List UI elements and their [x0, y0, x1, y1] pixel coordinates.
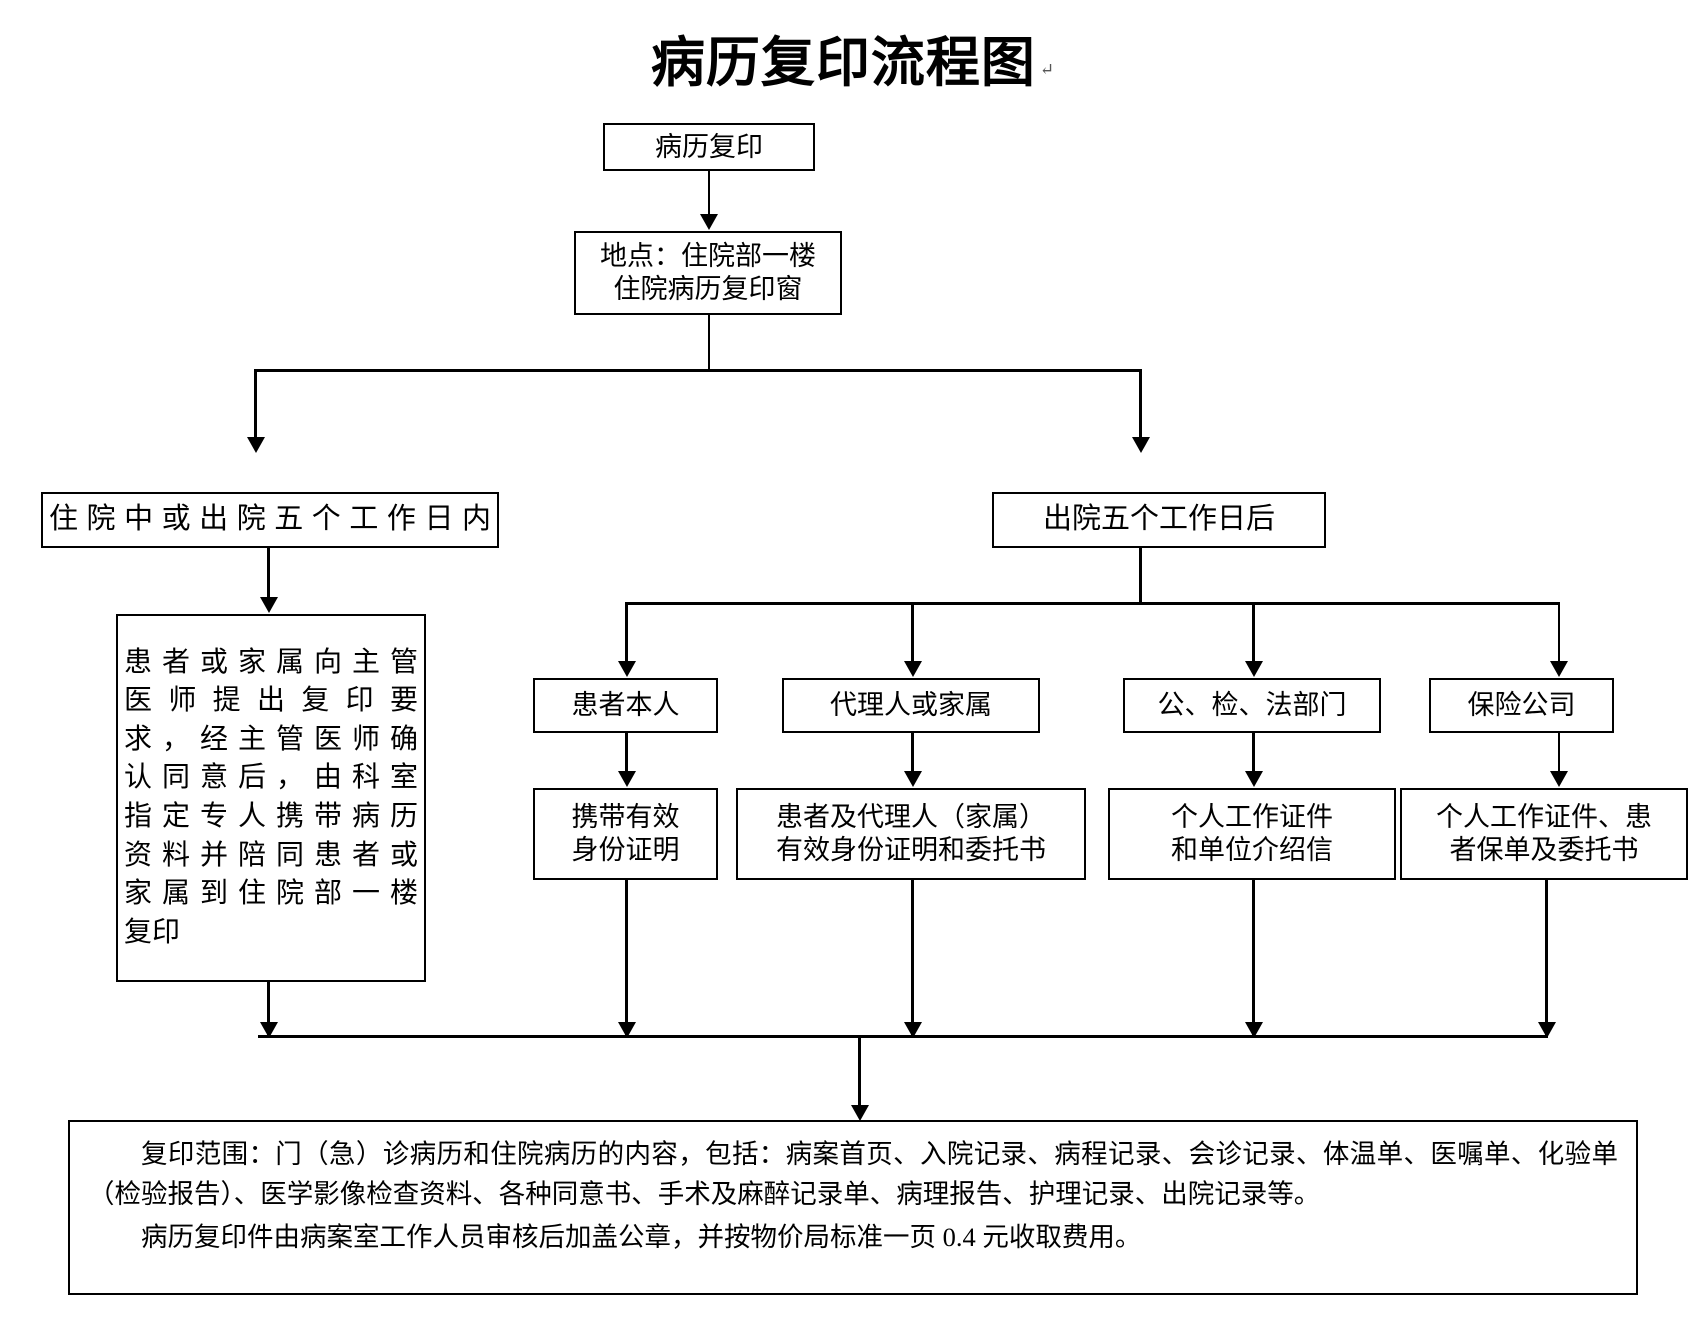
- node-applicant-role-1[interactable]: 代理人或家属: [782, 678, 1040, 733]
- page-title: 病历复印流程图↵: [0, 18, 1706, 97]
- arrowhead-left-branch-to-process: [259, 597, 278, 613]
- connector-start-to-location: [707, 171, 710, 218]
- connector-left-branch-down: [267, 548, 270, 601]
- arrowhead-requirement-2-to-merge: [1244, 1022, 1263, 1038]
- arrowhead-role-1-to-requirement: [903, 771, 922, 787]
- connector-requirement-1-to-merge: [911, 880, 914, 1036]
- applicant-role-label: 保险公司: [1467, 690, 1576, 721]
- node-applicant-requirement-0[interactable]: 携带有效 身份证明: [533, 788, 718, 880]
- node-applicant-role-2[interactable]: 公、检、法部门: [1123, 678, 1381, 733]
- node-start-label: 病历复印: [655, 131, 763, 162]
- paragraph-mark-icon: ↵: [1039, 60, 1056, 79]
- connector-location-down: [707, 315, 710, 371]
- node-branch-discharged-label: 出院五个工作日后: [1042, 503, 1275, 536]
- arrowhead-role-3-to-requirement: [1550, 771, 1568, 787]
- connector-bus-to-applicant-0: [625, 602, 628, 665]
- split-bus-horizontal: [254, 369, 1141, 372]
- requirement-line: 有效身份证明和委托书: [776, 835, 1046, 865]
- connector-bus-to-applicant-3: [1557, 602, 1560, 665]
- arrowhead-to-applicant-2: [1244, 661, 1263, 677]
- connector-bus-to-left-branch: [254, 369, 257, 441]
- node-applicant-role-3[interactable]: 保险公司: [1429, 678, 1614, 733]
- left-process-line: 家属到住院部一楼: [124, 878, 418, 910]
- connector-role-0-to-requirement: [625, 733, 628, 775]
- arrowhead-to-left-branch: [246, 437, 265, 453]
- merge-bus-horizontal: [258, 1035, 1548, 1038]
- requirement-line: 和单位介绍信: [1171, 835, 1333, 865]
- node-location[interactable]: 地点：住院部一楼 住院病历复印窗: [574, 231, 842, 315]
- connector-role-2-to-requirement: [1252, 733, 1255, 775]
- connector-bus-to-applicant-2: [1252, 602, 1255, 665]
- left-process-line: 认同意后，由科室: [124, 762, 418, 794]
- applicant-requirement-label: 患者及代理人（家属） 有效身份证明和委托书: [744, 801, 1078, 867]
- requirement-line: 携带有效: [571, 802, 680, 833]
- connector-requirement-3-to-merge: [1545, 880, 1548, 1036]
- applicant-role-label: 患者本人: [571, 690, 680, 721]
- connector-bus-to-applicant-1: [911, 602, 914, 665]
- node-branch-inpatient[interactable]: 住院中或出院五个工作日内: [41, 492, 499, 548]
- footer-note-paragraph-1: 复印范围：门（急）诊病历和住院病历的内容，包括：病案首页、入院记录、病程记录、会…: [88, 1139, 1618, 1210]
- connector-requirement-0-to-merge: [625, 880, 628, 1036]
- arrowhead-to-applicant-3: [1550, 661, 1568, 677]
- node-left-process-label: 患者或家属向主管 医师提出复印要 求，经主管医师确 认同意后，由科室 指定专人携…: [124, 644, 418, 953]
- arrowhead-requirement-0-to-merge: [617, 1022, 636, 1038]
- arrowhead-start-to-location: [700, 214, 718, 230]
- applicant-bus-horizontal: [625, 602, 1560, 605]
- node-location-label: 地点：住院部一楼 住院病历复印窗: [582, 240, 834, 306]
- node-branch-inpatient-label: 住院中或出院五个工作日内: [49, 503, 491, 536]
- arrowhead-merge-to-footer: [850, 1105, 869, 1121]
- arrowhead-to-applicant-0: [617, 661, 636, 677]
- footer-note-paragraph-2: 病历复印件由病案室工作人员审核后加盖公章，并按物价局标准一页 0.4 元收取费用…: [141, 1221, 1142, 1252]
- footer-note: 复印范围：门（急）诊病历和住院病历的内容，包括：病案首页、入院记录、病程记录、会…: [68, 1120, 1638, 1295]
- connector-right-branch-down: [1139, 548, 1142, 604]
- requirement-line: 个人工作证件: [1171, 802, 1333, 833]
- node-applicant-requirement-1[interactable]: 患者及代理人（家属） 有效身份证明和委托书: [736, 788, 1086, 880]
- arrowhead-to-applicant-1: [903, 661, 922, 677]
- left-process-line: 患者或家属向主管: [124, 646, 418, 678]
- left-process-line: 资料并陪同患者或: [124, 839, 418, 871]
- arrowhead-role-0-to-requirement: [617, 771, 636, 787]
- node-branch-discharged[interactable]: 出院五个工作日后: [992, 492, 1326, 548]
- applicant-requirement-label: 个人工作证件 和单位介绍信: [1116, 801, 1388, 867]
- arrowhead-to-right-branch: [1131, 437, 1150, 453]
- requirement-line: 身份证明: [571, 835, 680, 865]
- requirement-line: 者保单及委托书: [1449, 835, 1639, 865]
- applicant-requirement-label: 携带有效 身份证明: [541, 801, 710, 867]
- node-applicant-role-0[interactable]: 患者本人: [533, 678, 718, 733]
- connector-left-process-to-merge: [267, 982, 270, 1036]
- node-applicant-requirement-3[interactable]: 个人工作证件、患 者保单及委托书: [1400, 788, 1688, 880]
- applicant-requirement-label: 个人工作证件、患 者保单及委托书: [1408, 801, 1680, 867]
- connector-merge-to-footer: [858, 1035, 861, 1117]
- arrowhead-role-2-to-requirement: [1244, 771, 1263, 787]
- left-process-line: 复印: [124, 916, 181, 948]
- requirement-line: 患者及代理人（家属）: [776, 802, 1046, 833]
- arrowhead-requirement-3-to-merge: [1537, 1022, 1556, 1038]
- connector-role-1-to-requirement: [911, 733, 914, 775]
- connector-bus-to-right-branch: [1139, 369, 1142, 441]
- page-title-text: 病历复印流程图: [650, 33, 1036, 93]
- applicant-role-label: 代理人或家属: [830, 690, 992, 721]
- node-start[interactable]: 病历复印: [603, 123, 815, 171]
- left-process-line: 求，经主管医师确: [124, 723, 418, 755]
- arrowhead-requirement-1-to-merge: [903, 1022, 922, 1038]
- connector-role-3-to-requirement: [1557, 733, 1560, 775]
- requirement-line: 个人工作证件、患: [1436, 802, 1652, 833]
- node-location-line2: 住院病历复印窗: [613, 274, 803, 304]
- node-applicant-requirement-2[interactable]: 个人工作证件 和单位介绍信: [1108, 788, 1396, 880]
- applicant-role-label: 公、检、法部门: [1157, 690, 1347, 721]
- node-location-line1: 地点：住院部一楼: [600, 241, 816, 272]
- left-process-line: 医师提出复印要: [124, 685, 418, 717]
- arrowhead-left-process-to-merge: [259, 1022, 278, 1038]
- node-left-process[interactable]: 患者或家属向主管 医师提出复印要 求，经主管医师确 认同意后，由科室 指定专人携…: [116, 614, 426, 982]
- left-process-line: 指定专人携带病历: [124, 801, 418, 832]
- connector-requirement-2-to-merge: [1252, 880, 1255, 1036]
